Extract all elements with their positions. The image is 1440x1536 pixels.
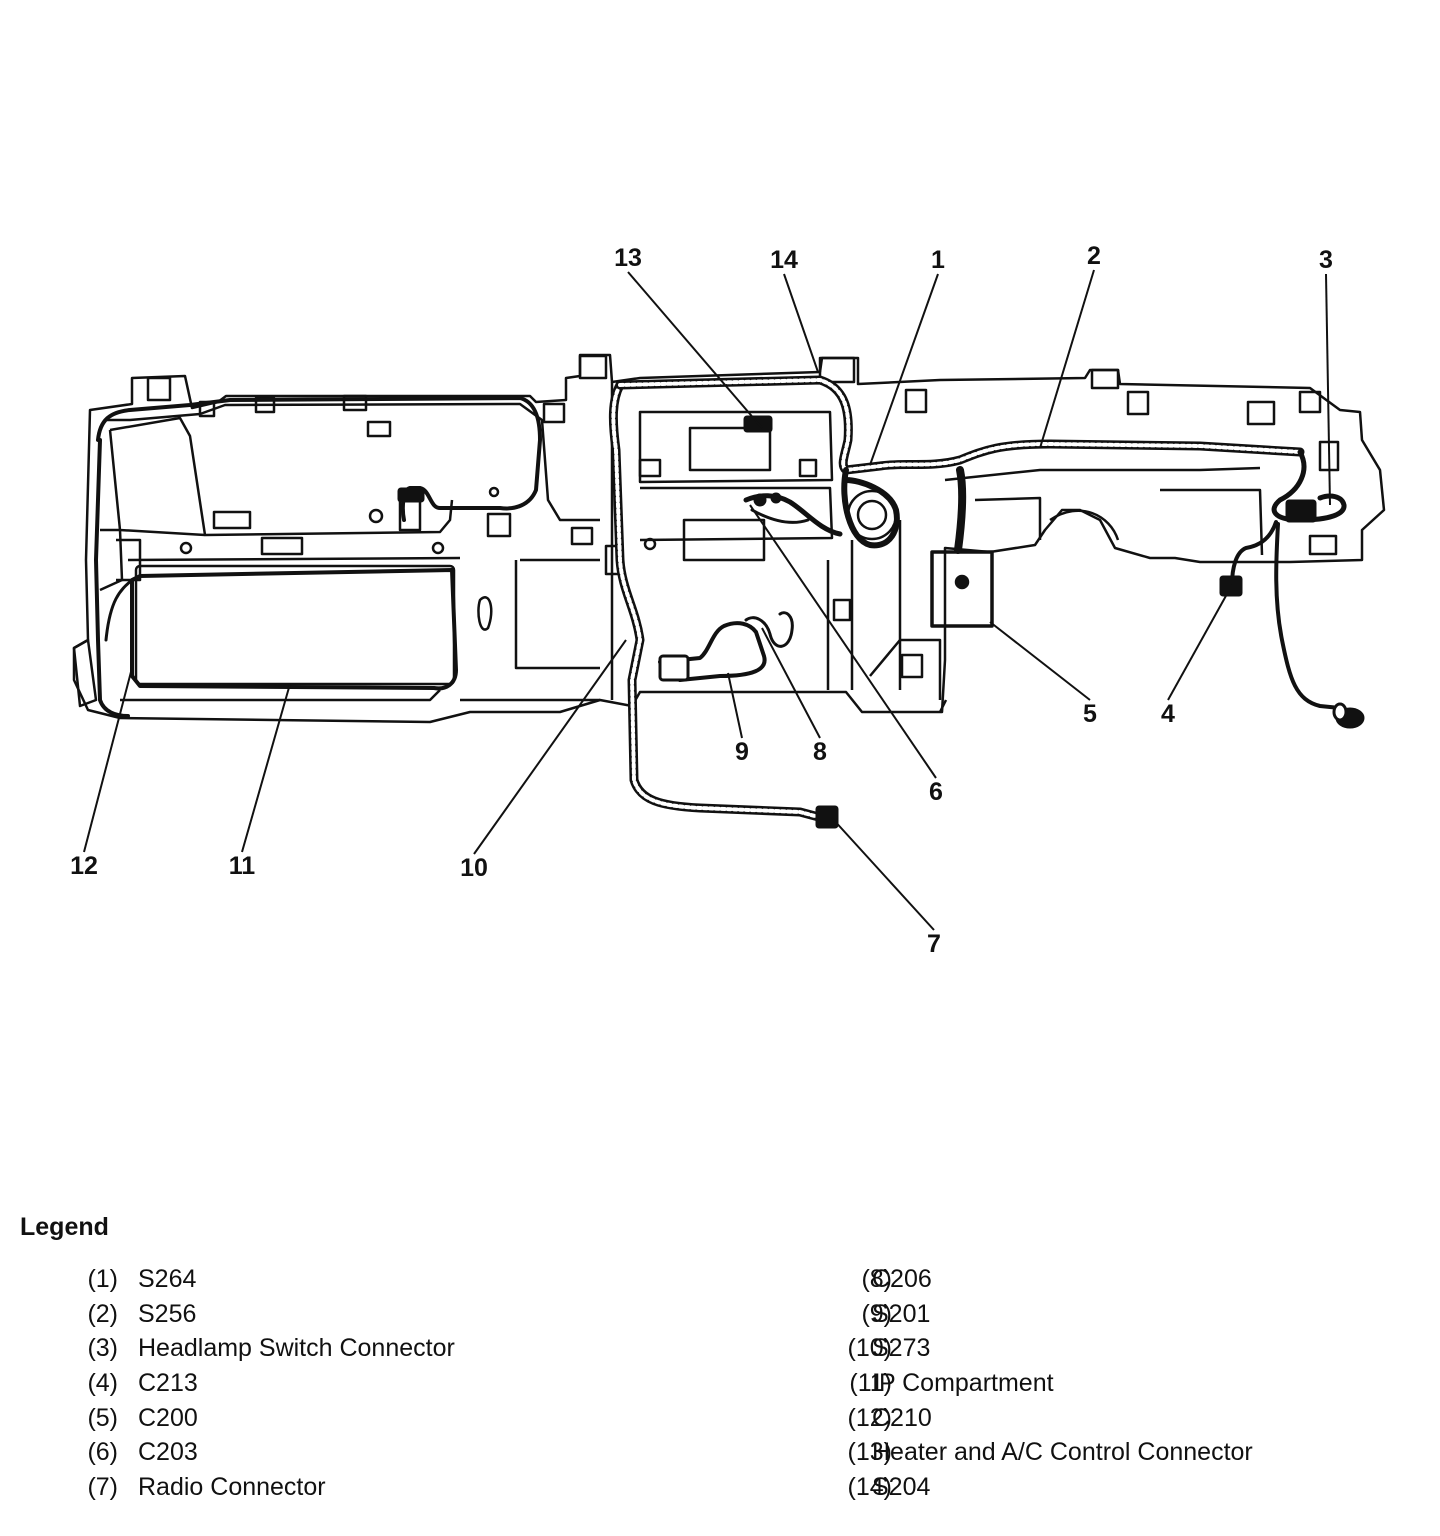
- legend-item-number: (13): [847, 1438, 892, 1467]
- legend-item-number: (12): [847, 1403, 892, 1432]
- legend-item-label: C213: [138, 1369, 198, 1398]
- legend-item-label: C203: [138, 1438, 198, 1467]
- leader-line-11: [241, 683, 291, 853]
- legend-item-label: Heater and A/C Control Connector: [872, 1438, 1253, 1467]
- leader-line-4: [1167, 584, 1233, 701]
- legend-item-number: (1): [87, 1265, 118, 1293]
- leader-line-1: [869, 273, 939, 466]
- leader-line-8: [761, 627, 821, 739]
- legend-item-number: (7): [87, 1473, 118, 1502]
- callout-4: 4: [1161, 700, 1175, 728]
- legend-item-number: (5): [87, 1403, 118, 1432]
- legend-item-label: S201: [872, 1299, 931, 1328]
- legend-item-number: (3): [87, 1334, 118, 1363]
- legend-title: Legend: [20, 1213, 109, 1241]
- callout-1: 1: [931, 246, 945, 274]
- legend-item-number: (11): [849, 1369, 892, 1398]
- callout-10: 10: [460, 854, 488, 882]
- legend-item-label: S264: [138, 1265, 197, 1293]
- legend-item-label: IP Compartment: [872, 1369, 1054, 1398]
- leader-line-2: [1039, 269, 1095, 449]
- legend-item-number: (6): [87, 1438, 118, 1467]
- callout-6: 6: [929, 778, 943, 806]
- callout-9: 9: [735, 738, 749, 766]
- callout-14: 14: [770, 246, 798, 274]
- leader-line-3: [1325, 273, 1331, 506]
- leader-line-6: [749, 504, 937, 779]
- leader-line-10: [473, 639, 627, 855]
- callout-8: 8: [813, 738, 827, 766]
- legend-item-number: (8): [861, 1265, 892, 1293]
- ip-carrier-structure: [72, 353, 1386, 724]
- legend-item-label: Headlamp Switch Connector: [138, 1334, 455, 1363]
- callout-3: 3: [1319, 246, 1333, 274]
- legend-item-label: C210: [872, 1403, 932, 1432]
- callout-12: 12: [70, 852, 98, 880]
- callout-2: 2: [1087, 242, 1101, 270]
- legend-item-label: S204: [872, 1473, 931, 1502]
- callout-13: 13: [614, 244, 642, 272]
- callout-7: 7: [927, 930, 941, 958]
- legend-item-label: C200: [138, 1403, 198, 1432]
- leader-line-13: [627, 271, 763, 429]
- leader-line-12: [83, 667, 133, 853]
- legend-item-number: (9): [861, 1299, 892, 1328]
- legend-item-number: (2): [87, 1299, 118, 1328]
- legend-item-number: (10): [847, 1334, 892, 1363]
- legend-item-label: Radio Connector: [138, 1473, 326, 1502]
- legend-item-label: C206: [872, 1265, 932, 1293]
- callout-11: 11: [229, 852, 256, 880]
- leader-line-7: [831, 817, 935, 931]
- legend-item-label: S273: [872, 1334, 931, 1363]
- leader-line-5: [989, 621, 1091, 701]
- callout-5: 5: [1083, 700, 1097, 728]
- leader-line-9: [727, 672, 743, 739]
- leader-line-14: [783, 273, 819, 373]
- leader-lines: [83, 269, 1331, 931]
- connectors: [397, 415, 1365, 829]
- wire-harness: [94, 375, 1347, 825]
- legend-item-number: (14): [847, 1473, 892, 1502]
- legend-item-label: S256: [138, 1299, 197, 1328]
- legend-item-number: (4): [87, 1369, 118, 1398]
